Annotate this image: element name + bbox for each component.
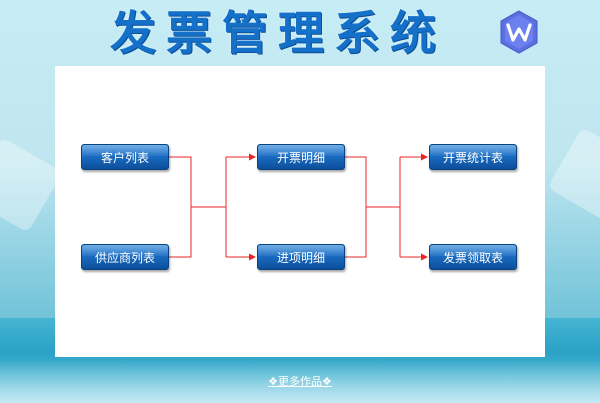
node-invoice-statistics[interactable]: 开票统计表 <box>429 144 517 170</box>
connector-line <box>169 156 192 258</box>
node-label: 客户列表 <box>100 151 149 165</box>
connector-line <box>345 156 367 258</box>
node-customer-list[interactable]: 客户列表 <box>81 144 169 170</box>
node-label: 开票明细 <box>276 151 325 165</box>
node-supplier-list[interactable]: 供应商列表 <box>81 244 169 270</box>
wps-logo-icon <box>500 10 538 54</box>
node-label: 发票领取表 <box>442 251 503 265</box>
node-label: 开票统计表 <box>442 151 503 165</box>
more-works-link[interactable]: ❖更多作品❖ <box>268 375 332 388</box>
page-title: 发票管理系统 <box>110 6 446 60</box>
node-invoice-issued-detail[interactable]: 开票明细 <box>257 144 345 170</box>
node-label: 供应商列表 <box>94 251 155 265</box>
node-invoice-collection[interactable]: 发票领取表 <box>429 244 517 270</box>
background-band-highlight <box>0 360 600 403</box>
node-label: 进项明细 <box>276 251 325 265</box>
node-input-invoice-detail[interactable]: 进项明细 <box>257 244 345 270</box>
flowchart-panel <box>55 66 545 357</box>
